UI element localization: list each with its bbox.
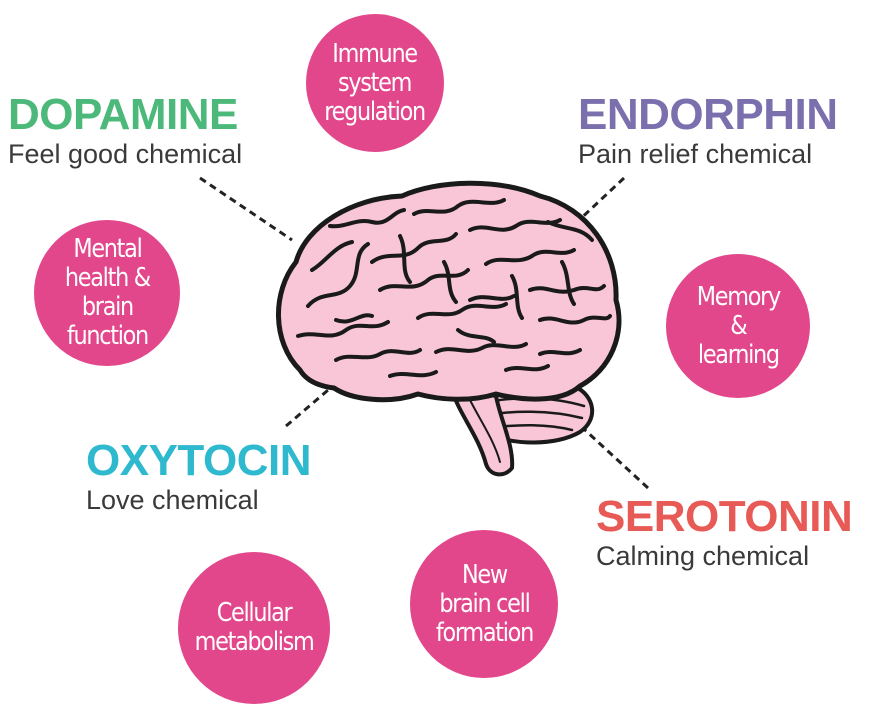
- memory-learning-circle: Memory & learning: [666, 254, 810, 398]
- endorphin-title: ENDORPHIN: [578, 92, 838, 138]
- memory-learning-label: Memory & learning: [696, 283, 779, 370]
- immune-regulation-circle: Immune system regulation: [306, 14, 444, 152]
- new-brain-cells-circle: New brain cell formation: [410, 530, 558, 678]
- immune-regulation-label: Immune system regulation: [325, 40, 426, 127]
- new-brain-cells-label: New brain cell formation: [435, 561, 532, 648]
- cellular-metabolism-label: Cellular metabolism: [195, 599, 314, 657]
- dopamine-title: DOPAMINE: [8, 92, 242, 138]
- mental-health-circle: Mental health & brain function: [34, 220, 180, 366]
- oxytocin-block: OXYTOCIN Love chemical: [86, 438, 311, 515]
- serotonin-connector: [585, 430, 648, 488]
- oxytocin-title: OXYTOCIN: [86, 438, 311, 484]
- endorphin-description: Pain relief chemical: [578, 139, 838, 169]
- cellular-metabolism-circle: Cellular metabolism: [178, 552, 330, 704]
- mental-health-label: Mental health & brain function: [64, 235, 149, 351]
- serotonin-title: SEROTONIN: [596, 494, 852, 540]
- endorphin-block: ENDORPHIN Pain relief chemical: [578, 92, 838, 169]
- oxytocin-description: Love chemical: [86, 485, 311, 515]
- dopamine-connector: [200, 178, 292, 240]
- oxytocin-connector: [286, 385, 334, 426]
- dopamine-description: Feel good chemical: [8, 139, 242, 169]
- serotonin-block: SEROTONIN Calming chemical: [596, 494, 852, 571]
- dopamine-block: DOPAMINE Feel good chemical: [8, 92, 242, 169]
- serotonin-description: Calming chemical: [596, 541, 852, 571]
- brain-icon: [278, 183, 619, 474]
